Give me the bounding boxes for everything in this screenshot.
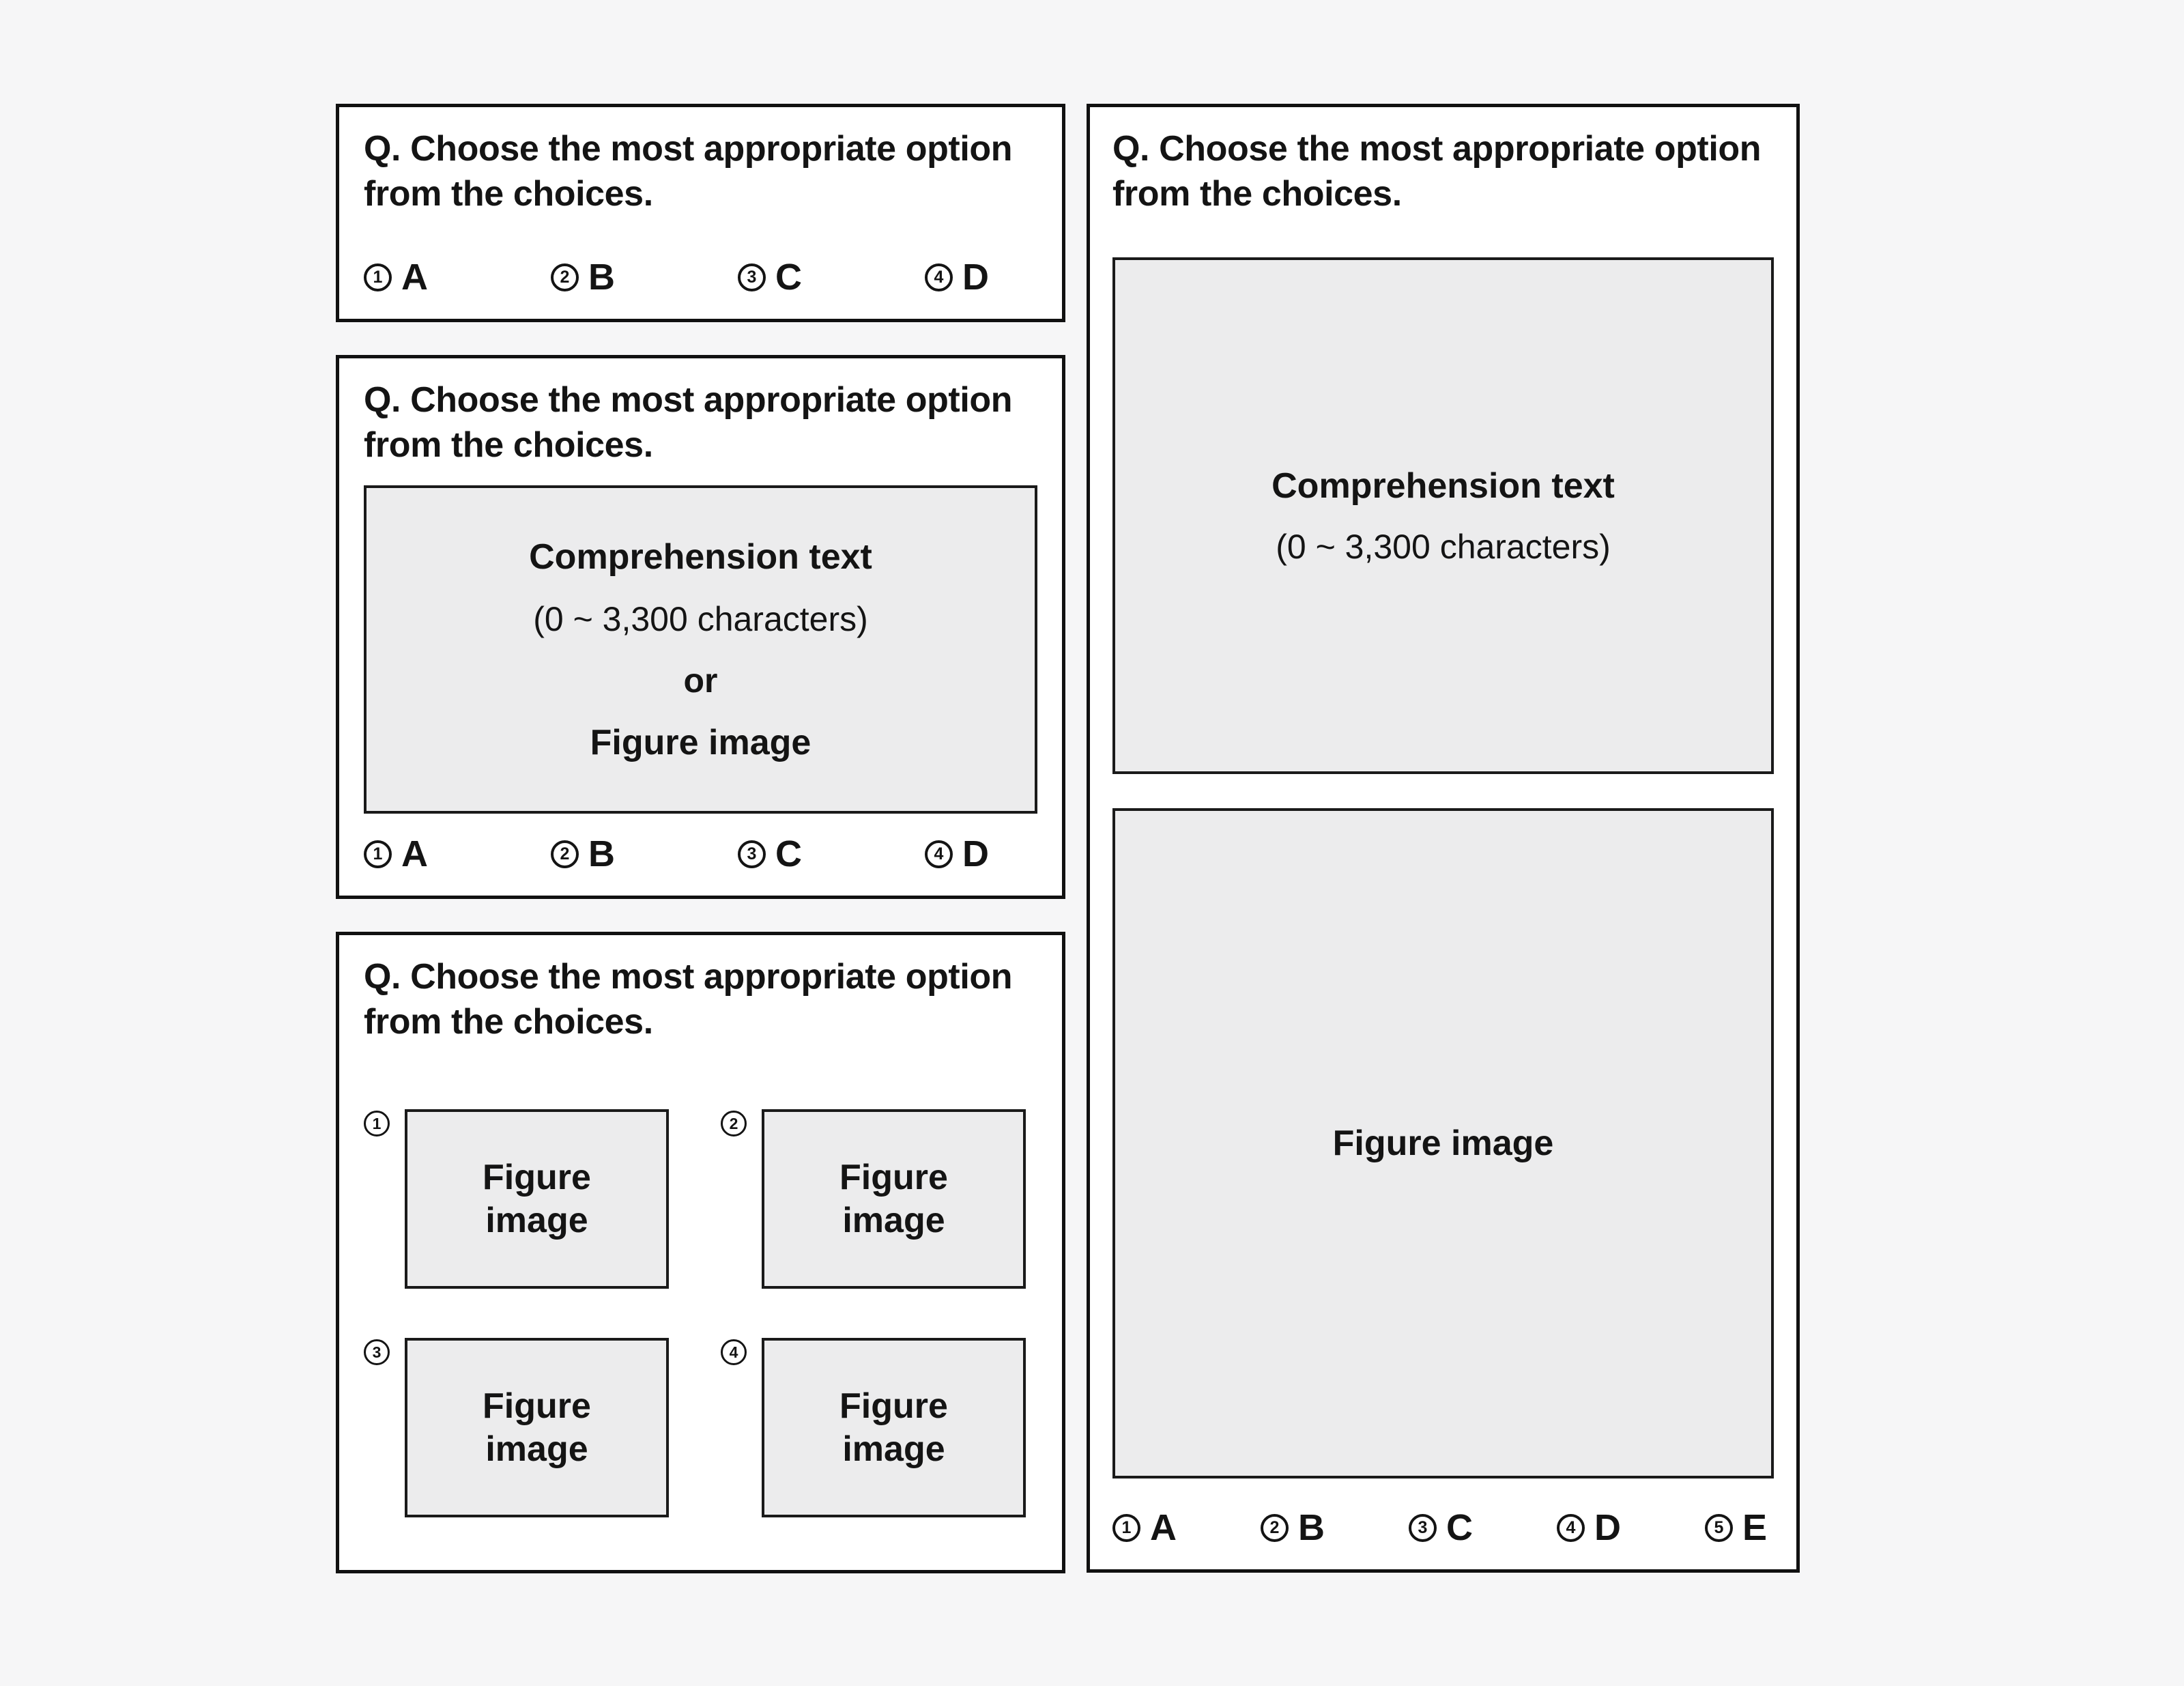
answer-option: 3 C [738,835,925,872]
option-number-badge: 4 [925,840,953,868]
option-number-badge: 2 [1261,1513,1289,1542]
card-text-question: Q. Choose the most appropriate option fr… [336,104,1065,322]
option-number-badge: 3 [738,263,766,291]
figure-placeholder-box: Figure image [1112,808,1774,1478]
question-text: Q. Choose the most appropriate option fr… [1112,129,1762,214]
answer-option: 1 A [364,259,551,296]
placeholder-char-range: (0 ~ 3,300 characters) [1276,527,1611,566]
option-letter: D [962,833,989,874]
option-letter: C [775,833,802,874]
comprehension-placeholder-box: Comprehension text (0 ~ 3,300 characters… [364,485,1037,814]
answer-option: 2 B [1261,1509,1409,1546]
figure-placeholder-box: Figure image [762,1338,1026,1517]
figure-choice: 4 Figure image [721,1338,1026,1517]
figure-placeholder-box: Figure image [405,1338,669,1517]
option-number-badge: 1 [364,263,392,291]
placeholder-char-range: (0 ~ 3,300 characters) [533,599,868,638]
answer-option: 4 D [1557,1509,1705,1546]
option-number-badge: 3 [738,840,766,868]
option-number-badge: 2 [551,263,579,291]
figure-placeholder-box: Figure image [405,1109,669,1289]
option-letter: C [775,257,802,298]
question-text: Q. Choose the most appropriate option fr… [364,129,1013,214]
answer-option: 3 C [1409,1509,1557,1546]
card-figure-choices-question: Q. Choose the most appropriate option fr… [336,932,1065,1573]
option-letter: B [588,833,615,874]
option-number-badge: 1 [1112,1513,1140,1542]
answer-option: 4 D [925,259,1112,296]
option-letter: B [588,257,615,298]
card-passage-question: Q. Choose the most appropriate option fr… [336,355,1065,899]
figure-choice: 2 Figure image [721,1109,1026,1289]
option-letter: D [1594,1507,1621,1548]
answer-option: 1 A [364,835,551,872]
question-text: Q. Choose the most appropriate option fr… [364,957,1013,1042]
option-number-badge: 3 [1409,1513,1437,1542]
answer-option: 5 E [1705,1509,1853,1546]
answer-option: 4 D [925,835,1112,872]
option-number-badge: 4 [721,1339,747,1365]
comprehension-placeholder-box: Comprehension text (0 ~ 3,300 characters… [1112,257,1774,774]
figure-placeholder-box: Figure image [762,1109,1026,1289]
option-letter: C [1446,1507,1473,1548]
option-letter: A [401,833,428,874]
answer-option: 2 B [551,835,738,872]
figure-choices-grid: 1 Figure image 2 Figure image 3 Figure i… [364,1109,1037,1517]
option-letter: B [1298,1507,1325,1548]
option-number-badge: 2 [551,840,579,868]
options-row: 1 A 2 B 3 C 4 D 5 E [1112,1509,1774,1546]
option-letter: E [1742,1507,1767,1548]
option-number-badge: 1 [364,840,392,868]
figure-choice: 3 Figure image [364,1338,669,1517]
option-number-badge: 2 [721,1111,747,1137]
option-number-badge: 4 [925,263,953,291]
options-row: 1 A 2 B 3 C 4 D [364,259,1037,296]
option-number-badge: 1 [364,1111,390,1137]
option-number-badge: 4 [1557,1513,1585,1542]
option-letter: D [962,257,989,298]
options-row: 1 A 2 B 3 C 4 D [364,835,1037,872]
figure-choice: 1 Figure image [364,1109,669,1289]
answer-option: 1 A [1112,1509,1261,1546]
option-letter: A [1150,1507,1177,1548]
option-number-badge: 5 [1705,1513,1733,1542]
answer-option: 3 C [738,259,925,296]
placeholder-title: Comprehension text [1271,466,1615,506]
placeholder-title: Comprehension text [529,537,872,577]
placeholder-figure-label: Figure image [590,722,811,762]
question-text: Q. Choose the most appropriate option fr… [364,380,1013,465]
card-passage-figure-question: Q. Choose the most appropriate option fr… [1087,104,1800,1573]
answer-option: 2 B [551,259,738,296]
option-number-badge: 3 [364,1339,390,1365]
placeholder-or-label: or [683,661,718,700]
placeholder-figure-label: Figure image [1332,1124,1554,1163]
option-letter: A [401,257,428,298]
